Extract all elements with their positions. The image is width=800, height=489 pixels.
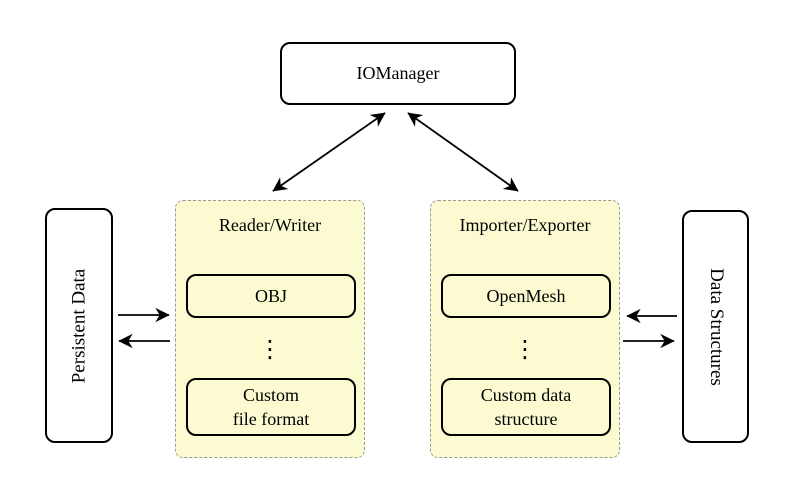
arrow-iomanager-readerwriter [272, 112, 386, 192]
iomanager-box: IOManager [280, 42, 516, 105]
obj-label: OBJ [254, 285, 287, 306]
obj-box: OBJ [186, 274, 356, 318]
importer-exporter-group: Importer/Exporter OpenMesh ⋮ Custom data… [430, 200, 620, 458]
openmesh-label: OpenMesh [486, 285, 566, 306]
reader-writer-group: Reader/Writer OBJ ⋮ Custom file format [175, 200, 365, 458]
data-structures-label: Data Structures [705, 267, 727, 386]
data-structures-box: Data Structures [682, 210, 749, 443]
persistent-data-label: Persistent Data [68, 268, 90, 383]
importer-exporter-ellipsis: ⋮ [513, 335, 537, 363]
openmesh-box: OpenMesh [441, 274, 611, 318]
iomanager-label: IOManager [356, 63, 440, 83]
reader-writer-title: Reader/Writer [218, 215, 322, 235]
importer-exporter-title: Importer/Exporter [459, 215, 591, 235]
custom-data-structure-label: Custom data structure [480, 384, 572, 429]
reader-writer-ellipsis: ⋮ [258, 335, 282, 363]
custom-file-format-label: Custom file format [232, 384, 310, 429]
persistent-data-box: Persistent Data [45, 208, 113, 443]
custom-file-format-box: Custom file format [186, 378, 356, 436]
arrow-iomanager-importerexporter [407, 112, 519, 192]
custom-data-structure-box: Custom data structure [441, 378, 611, 436]
